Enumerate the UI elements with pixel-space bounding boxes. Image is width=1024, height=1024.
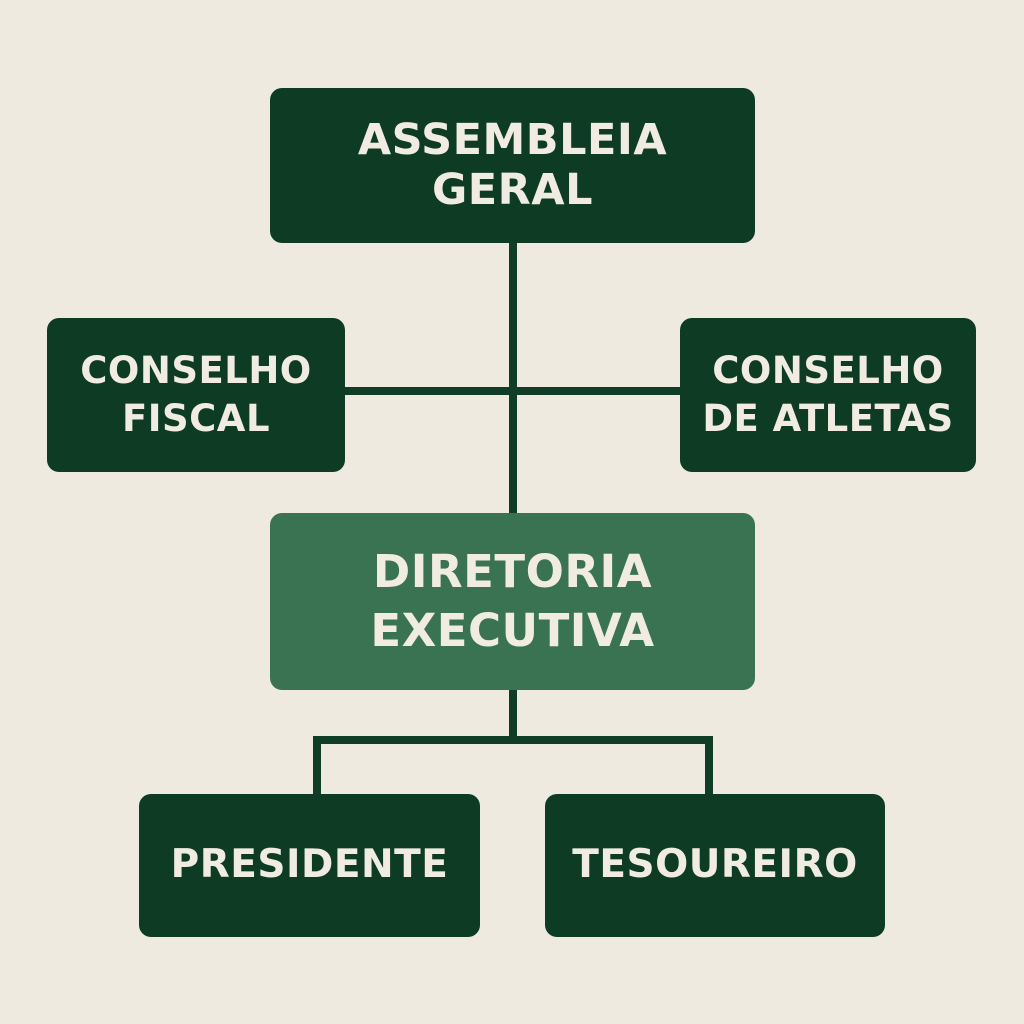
connector-to-tesoureiro: [705, 736, 713, 794]
connector-officers-horizontal: [313, 736, 713, 744]
node-conselho-de-atletas: CONSELHO DE ATLETAS: [680, 318, 976, 472]
node-diretoria-executiva: DIRETORIA EXECUTIVA: [270, 513, 755, 690]
node-presidente: PRESIDENTE: [139, 794, 480, 937]
node-conselho-fiscal: CONSELHO FISCAL: [47, 318, 345, 472]
connector-assembleia-to-diretoria: [509, 243, 517, 513]
connector-to-presidente: [313, 736, 321, 794]
connector-diretoria-down: [509, 690, 517, 742]
connector-councils: [345, 387, 680, 395]
node-tesoureiro: TESOUREIRO: [545, 794, 885, 937]
node-assembleia-geral: ASSEMBLEIA GERAL: [270, 88, 755, 243]
